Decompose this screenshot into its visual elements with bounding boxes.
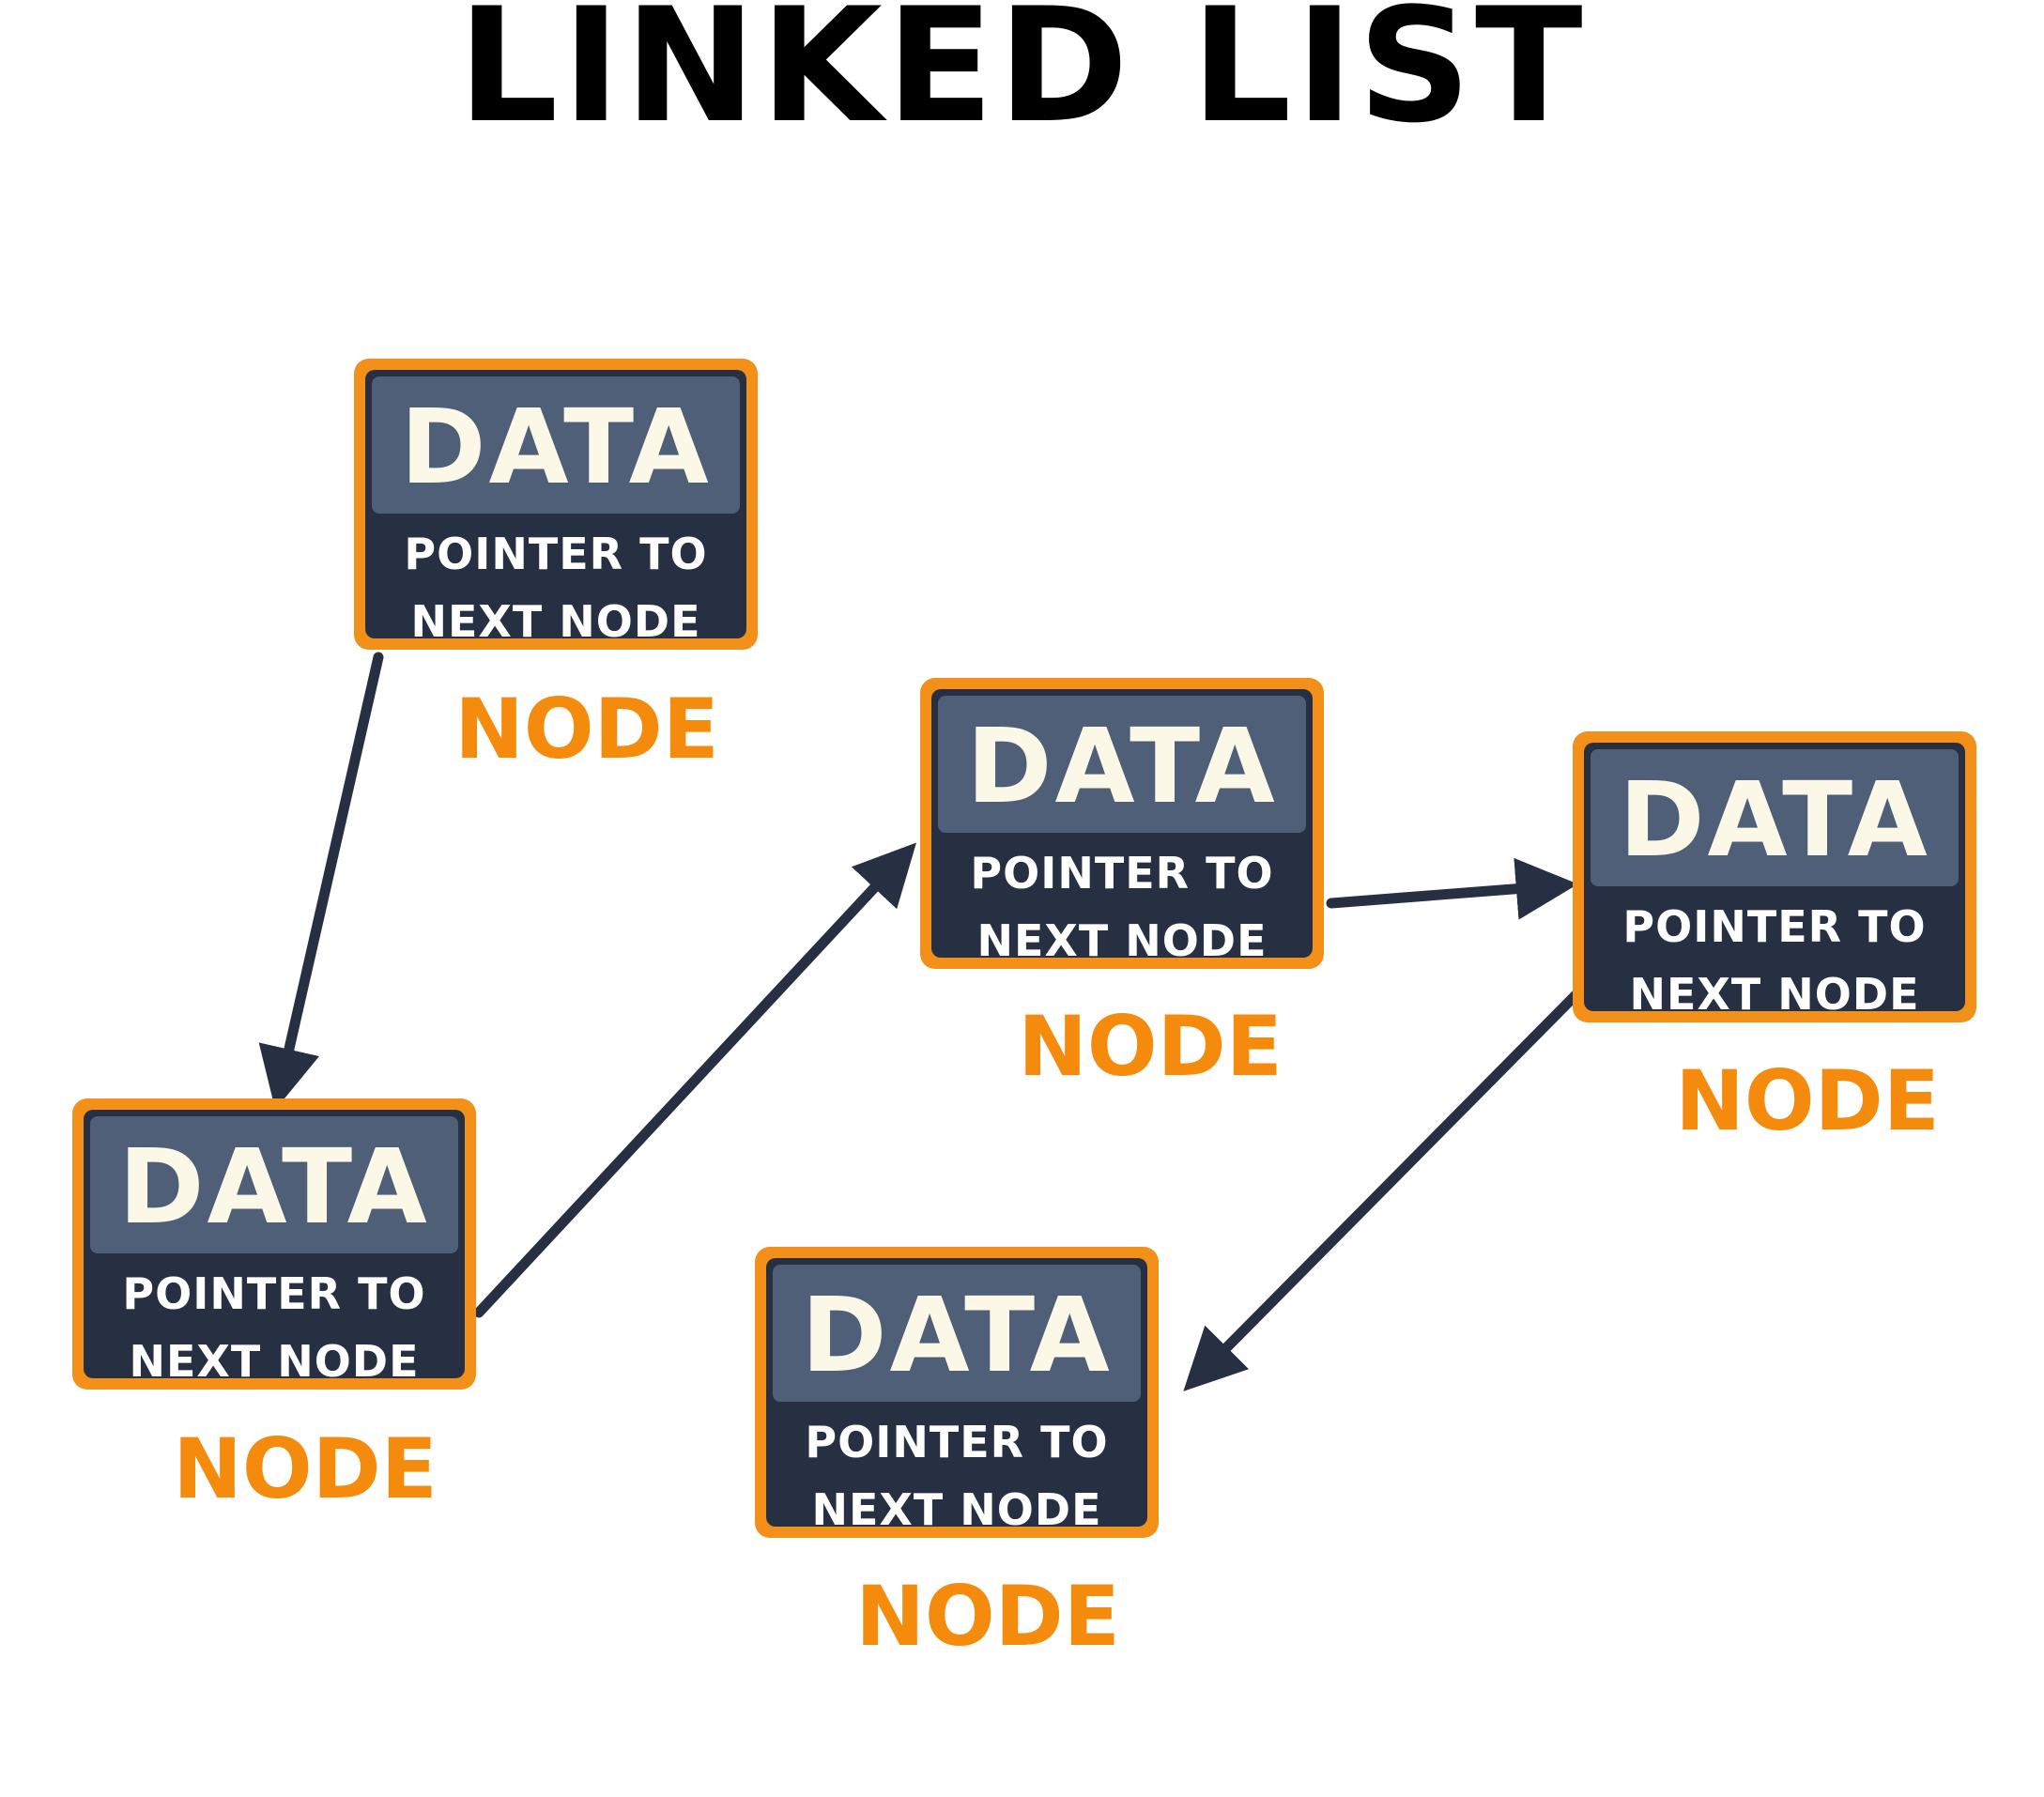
node-data-field: DATA — [372, 376, 740, 514]
node-data-field: DATA — [773, 1265, 1141, 1402]
pointer-text-line2: NEXT NODE — [410, 596, 701, 638]
node-data-field: DATA — [90, 1116, 458, 1253]
linked-list-node: DATA POINTER TO NEXT NODE — [755, 1247, 1159, 1538]
linked-list-node: DATA POINTER TO NEXT NODE — [72, 1098, 476, 1390]
arrow-node1-to-node2 — [258, 652, 384, 1111]
node-body: DATA POINTER TO NEXT NODE — [1584, 743, 1965, 1011]
pointer-text-line2: NEXT NODE — [129, 1336, 420, 1378]
pointer-text-line1: POINTER TO — [805, 1417, 1109, 1467]
node-data-field: DATA — [1591, 749, 1959, 886]
node-label: NODE — [173, 1421, 438, 1517]
node-pointer-field: POINTER TO NEXT NODE — [931, 839, 1313, 958]
node-pointer-field: POINTER TO NEXT NODE — [1584, 893, 1965, 1011]
node-body: DATA POINTER TO NEXT NODE — [766, 1258, 1147, 1527]
pointer-text-line1: POINTER TO — [122, 1268, 426, 1319]
node-label: NODE — [454, 681, 719, 777]
node-body: DATA POINTER TO NEXT NODE — [931, 689, 1313, 958]
node-pointer-field: POINTER TO NEXT NODE — [84, 1260, 465, 1378]
pointer-text-line2: NEXT NODE — [976, 915, 1268, 958]
linked-list-node: DATA POINTER TO NEXT NODE — [1573, 731, 1976, 1022]
page-title: LINKED LIST — [457, 0, 1587, 158]
pointer-text-line2: NEXT NODE — [1629, 969, 1920, 1011]
node-body: DATA POINTER TO NEXT NODE — [365, 370, 746, 638]
linked-list-node: DATA POINTER TO NEXT NODE — [920, 678, 1324, 969]
arrow-node4-to-node5 — [1183, 985, 1586, 1391]
pointer-text-line1: POINTER TO — [1622, 901, 1927, 952]
node-body: DATA POINTER TO NEXT NODE — [84, 1110, 465, 1378]
node-label: NODE — [855, 1568, 1120, 1665]
arrow-node3-to-node4 — [1326, 857, 1578, 920]
node-pointer-field: POINTER TO NEXT NODE — [766, 1408, 1147, 1527]
node-pointer-field: POINTER TO NEXT NODE — [365, 520, 746, 638]
node-label: NODE — [1675, 1052, 1940, 1149]
node-label: NODE — [1018, 998, 1283, 1095]
pointer-text-line2: NEXT NODE — [811, 1484, 1102, 1527]
pointer-text-line1: POINTER TO — [970, 848, 1274, 898]
linked-list-node: DATA POINTER TO NEXT NODE — [354, 359, 758, 650]
node-data-field: DATA — [938, 696, 1306, 833]
pointer-text-line1: POINTER TO — [404, 529, 708, 579]
arrow-node2-to-node3 — [473, 842, 916, 1318]
